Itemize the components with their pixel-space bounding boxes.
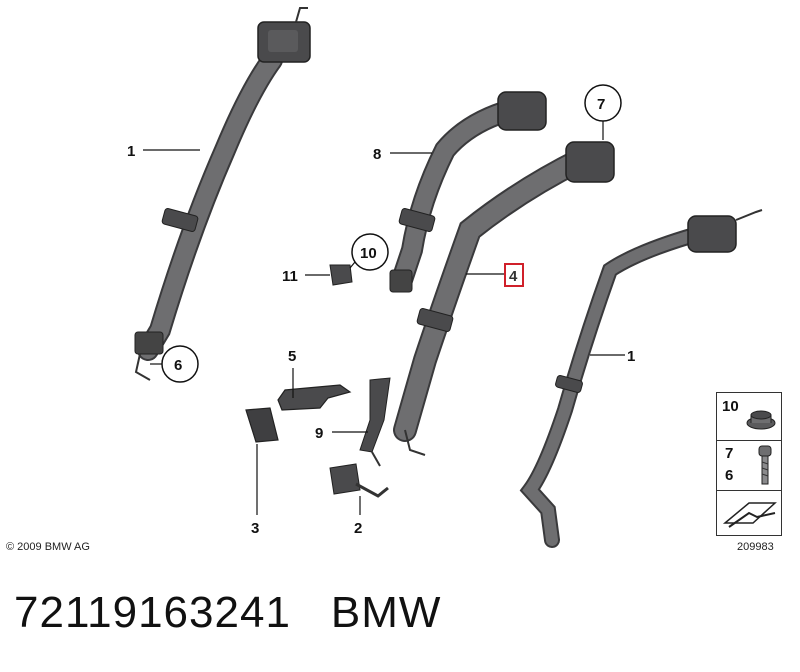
legend-label-10: 10 [722,398,739,415]
legend-box-arrow [716,490,782,536]
legend-box-7-6: 7 6 [716,440,782,492]
copyright-text: © 2009 BMW AG [6,541,90,553]
callout-5: 5 [288,348,296,365]
callout-7: 7 [597,96,605,113]
buckle-part-3 [245,407,279,443]
diagram-id: 209983 [737,541,774,553]
nut-icon [746,410,776,430]
direction-arrow-icon [722,502,777,528]
part-4-highlight-box [504,263,524,287]
belt-part-8 [389,91,547,293]
footer: 72119163241 BMW [14,588,441,638]
callout-6: 6 [174,357,182,374]
buckle-part-2 [329,463,389,498]
legend-box-10: 10 [716,392,782,442]
callout-4[interactable]: 4 [509,268,518,285]
callout-10: 10 [360,245,377,262]
callout-2: 2 [354,520,362,537]
lap-belt-part-9 [359,377,391,467]
callout-8: 8 [373,146,381,163]
buckle-bracket-part-5 [277,384,352,411]
belt-part-1-left [134,7,311,381]
belt-part-1-right [519,209,763,548]
part-number: 72119163241 [14,588,291,637]
callout-11: 11 [282,268,298,285]
legend-label-7: 7 [725,445,734,462]
callout-1-left: 1 [127,143,135,160]
seat-belt-parts-diagram: 1 6 8 7 10 11 1 5 9 3 2 4 [127,7,763,548]
callout-3: 3 [251,520,259,537]
legend-label-6: 6 [725,467,734,484]
belt-part-4 [393,141,615,456]
callout-1-right: 1 [627,348,635,365]
brand-name: BMW [330,588,442,637]
callout-9: 9 [315,425,323,442]
bolt-icon [758,445,772,485]
